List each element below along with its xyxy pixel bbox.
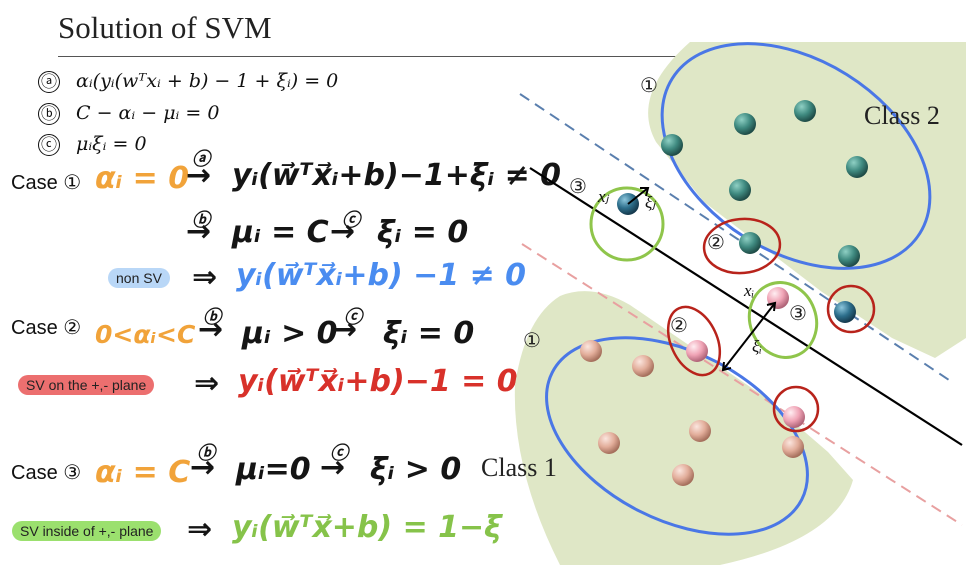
slack-arrow-j: [627, 187, 649, 205]
equation-c-label: ⓒ: [38, 134, 60, 156]
class-2-region: [648, 42, 966, 358]
equation-c-text: μᵢξᵢ = 0: [76, 133, 147, 155]
class-1-point: [672, 464, 694, 486]
case-3-condition: αᵢ = C: [95, 455, 191, 490]
equation-b-text: C − αᵢ − μᵢ = 0: [76, 102, 220, 124]
marker-2-bottom: ②: [670, 315, 688, 337]
case-2-line1-result: ξᵢ = 0: [383, 316, 475, 351]
class-1-label: Class 1: [481, 453, 557, 482]
equation-a: ⓐ αᵢ(yᵢ(wᵀxᵢ + b) − 1 + ξᵢ) = 0: [38, 70, 338, 93]
case-1-line2-result: ξᵢ = 0: [377, 215, 469, 250]
case-2-arrow-b-icon: →: [198, 312, 224, 347]
case-1-arrow-c-label: ⓒ: [342, 210, 360, 231]
class-1-point: [782, 436, 804, 458]
class-2-point: [661, 134, 683, 156]
case-3-line1-result: ξᵢ > 0: [370, 452, 462, 487]
case-1-arrow-a-icon: →: [186, 158, 212, 193]
slack-arrow-j-head: [640, 187, 650, 197]
class-2-label: Class 2: [864, 101, 940, 130]
class-1-point-misclassified: [767, 287, 789, 309]
case-3-tag-sv-inside-plane: SV inside of +,- plane: [12, 521, 162, 541]
class-1-ellipse: [545, 336, 809, 536]
slack-arrow-i: [722, 302, 776, 371]
case-2-conclusion: yᵢ(w⃗ᵀx⃗ᵢ+b)−1 = 0: [238, 364, 518, 399]
case-2-line1-mid: μᵢ > 0: [242, 316, 338, 351]
slack-i-label: ξᵢ: [752, 337, 762, 356]
plus-plane-line: [519, 93, 953, 383]
class-1-point: [689, 420, 711, 442]
class-2-point: [794, 100, 816, 122]
case-3-arrow-c-label: ⓒ: [330, 443, 348, 464]
case-1-arrow-b-label: ⓑ: [192, 210, 210, 231]
case-2-arrow-c-icon: →: [332, 312, 358, 347]
case-1-arrow-b-icon: →: [186, 214, 212, 249]
case-1-conclusion: yᵢ(w⃗ᵀx⃗ᵢ+b) −1 ≠ 0: [236, 258, 527, 293]
case-1-condition: αᵢ = 0: [95, 161, 190, 196]
marker-3-left: ③: [569, 176, 587, 198]
class-2-point: [846, 156, 868, 178]
case-3-line1-mid: μᵢ=0: [236, 452, 311, 487]
case-3-conclusion: yᵢ(w⃗ᵀx⃗+b) = 1−ξ: [232, 510, 502, 545]
equation-b: ⓑ C − αᵢ − μᵢ = 0: [38, 102, 219, 125]
case-3-label: Case ③: [11, 462, 82, 484]
case-2-label: Case ②: [11, 317, 82, 339]
class-2-points: [617, 100, 868, 323]
case-1-implies-icon: ⇒: [192, 260, 218, 295]
equation-a-text: αᵢ(yᵢ(wᵀxᵢ + b) − 1 + ξᵢ) = 0: [76, 70, 339, 92]
case-2-condition: 0<αᵢ<C: [95, 320, 196, 349]
equation-b-label: ⓑ: [38, 103, 60, 125]
case-1-label: Case ①: [11, 172, 82, 194]
title-underline: [58, 56, 913, 57]
class-1-point: [580, 340, 602, 362]
case-1-line1-result: yᵢ(w⃗ᵀx⃗ᵢ+b)−1+ξᵢ ≠ 0: [232, 158, 562, 193]
slack-arrow-i-head-top: [766, 301, 777, 312]
xi-label: xᵢ: [743, 281, 754, 300]
marker-3-right: ③: [789, 303, 807, 325]
case-3-arrow-c-icon: →: [320, 450, 346, 485]
case-2-tag-sv-on-plane: SV on the +,- plane: [18, 375, 155, 395]
class-2-point: [838, 245, 860, 267]
decision-hyperplane-line: [529, 167, 963, 446]
sv-on-plane-circle: [666, 305, 722, 377]
sv-inside-margin-circle: [589, 186, 665, 262]
marker-1-bottom: ①: [523, 330, 541, 352]
class-2-point-inside-margin: [834, 301, 856, 323]
class-2-point-on-plane: [739, 232, 761, 254]
case-3-arrow-b-icon: →: [190, 450, 216, 485]
minus-plane-line: [521, 243, 963, 526]
class-1-region: [514, 291, 853, 565]
case-1-arrow-a-label: ⓐ: [192, 149, 210, 170]
class-1-points: [580, 287, 805, 486]
class-1-point: [632, 355, 654, 377]
case-1-tag-non-sv: non SV: [108, 268, 170, 288]
sv-on-plane-circle: [772, 385, 820, 433]
case-1-arrow-c-icon: →: [330, 214, 356, 249]
case-3-implies-icon: ⇒: [187, 512, 213, 547]
slack-j-label: ξⱼ: [645, 193, 656, 212]
sv-on-plane-circle: [826, 284, 876, 334]
case-2-implies-icon: ⇒: [194, 366, 220, 401]
equation-c: ⓒ μᵢξᵢ = 0: [38, 133, 147, 156]
class-2-point: [729, 179, 751, 201]
class-1-point-on-plane: [686, 340, 708, 362]
case-2-arrow-c-label: ⓒ: [344, 307, 362, 328]
case-3-arrow-b-label: ⓑ: [197, 443, 215, 464]
marker-2-top: ②: [707, 232, 725, 254]
case-1-line2-mid: μᵢ = C: [232, 215, 329, 250]
equation-a-label: ⓐ: [38, 71, 60, 93]
class-1-point: [598, 432, 620, 454]
sv-on-plane-circle: [702, 217, 782, 275]
marker-1-top: ①: [640, 75, 658, 97]
slide-title: Solution of SVM: [58, 10, 272, 45]
class-1-point-on-plane: [783, 406, 805, 428]
slack-arrow-i-head-bottom: [721, 361, 732, 372]
case-2-arrow-b-label: ⓑ: [203, 307, 221, 328]
xj-label: xⱼ: [597, 187, 610, 206]
class-2-point: [734, 113, 756, 135]
